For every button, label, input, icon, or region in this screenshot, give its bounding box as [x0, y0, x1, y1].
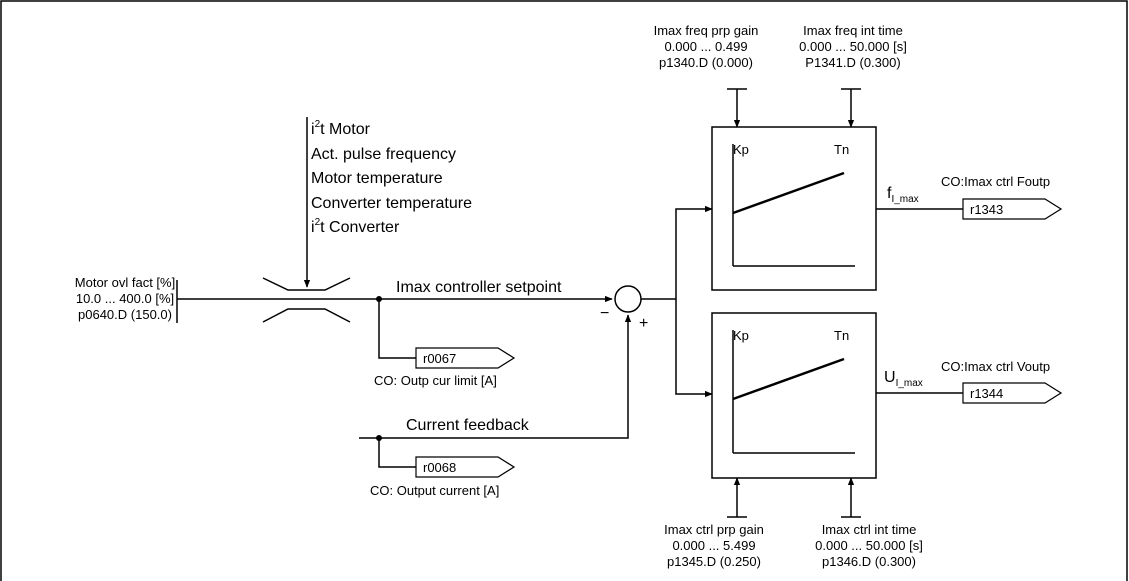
connector-r1343[interactable]: r1343	[962, 198, 1063, 220]
freq-int-time-parameter[interactable]: Imax freq int time 0.000 ... 50.000 [s] …	[799, 23, 907, 128]
connector-r1344-id: r1344	[970, 386, 1003, 401]
freq-int-time-label: Imax freq int time	[803, 23, 903, 38]
motor-ovl-param: p0640.D (150.0)	[78, 307, 172, 322]
volt-int-time-range: 0.000 ... 50.000 [s]	[815, 538, 923, 553]
freq-output-symbol: fI_max	[887, 185, 919, 205]
freq-gain-range: 0.000 ... 0.499	[664, 39, 747, 54]
connector-r0068-desc: CO: Output current [A]	[370, 483, 499, 498]
freq-tn-label: Tn	[834, 142, 849, 157]
freq-gain-parameter[interactable]: Imax freq prp gain 0.000 ... 0.499 p1340…	[654, 23, 759, 128]
volt-int-time-parameter[interactable]: Imax ctrl int time 0.000 ... 50.000 [s] …	[815, 477, 923, 569]
influence-list: i2t Motor Act. pulse frequency Motor tem…	[311, 119, 472, 236]
branch-r0067	[378, 299, 416, 359]
volt-gain-range: 0.000 ... 5.499	[672, 538, 755, 553]
feedback-line	[359, 314, 632, 439]
motor-ovl-label: Motor ovl fact [%]	[75, 275, 175, 290]
feedback-label: Current feedback	[406, 417, 530, 434]
volt-output-symbol: UI_max	[884, 369, 923, 389]
connector-r0068[interactable]: r0068	[415, 456, 516, 478]
connector-r0067-id: r0067	[423, 351, 456, 366]
summing-junction	[614, 285, 642, 313]
motor-ovl-parameter[interactable]: Motor ovl fact [%] 10.0 ... 400.0 [%] p0…	[75, 275, 178, 323]
connector-r1343-id: r1343	[970, 202, 1003, 217]
volt-controller-block[interactable]: Kp Tn	[711, 312, 877, 479]
freq-gain-param: p1340.D (0.000)	[659, 55, 753, 70]
connector-r1344-desc: CO:Imax ctrl Voutp	[941, 359, 1050, 374]
volt-gain-param: p1345.D (0.250)	[667, 554, 761, 569]
volt-kp-label: Kp	[733, 328, 749, 343]
setpoint-label: Imax controller setpoint	[396, 279, 562, 296]
volt-gain-label: Imax ctrl prp gain	[664, 522, 764, 537]
to-freq-controller	[675, 205, 713, 299]
freq-int-time-range: 0.000 ... 50.000 [s]	[799, 39, 907, 54]
influence-converter-temperature: Converter temperature	[311, 195, 472, 212]
influence-i2t-motor: i2t Motor	[311, 119, 371, 138]
freq-gain-label: Imax freq prp gain	[654, 23, 759, 38]
plus-sign: +	[639, 315, 648, 332]
freq-controller-block[interactable]: Kp Tn	[711, 126, 877, 291]
influence-pulse-frequency: Act. pulse frequency	[311, 146, 456, 163]
connector-r0068-id: r0068	[423, 460, 456, 475]
connector-r1344[interactable]: r1344	[962, 382, 1063, 404]
volt-int-time-label: Imax ctrl int time	[822, 522, 917, 537]
volt-gain-parameter[interactable]: Imax ctrl prp gain 0.000 ... 5.499 p1345…	[664, 477, 764, 569]
connector-r1343-desc: CO:Imax ctrl Foutp	[941, 174, 1050, 189]
influence-i2t-converter: i2t Converter	[311, 217, 400, 236]
volt-tn-label: Tn	[834, 328, 849, 343]
connector-r0067[interactable]: r0067	[415, 347, 516, 369]
connector-r0067-desc: CO: Outp cur limit [A]	[374, 373, 497, 388]
to-volt-controller	[675, 299, 713, 398]
freq-int-time-param: P1341.D (0.300)	[805, 55, 900, 70]
limiter-symbol	[262, 277, 351, 323]
freq-kp-label: Kp	[733, 142, 749, 157]
motor-ovl-range: 10.0 ... 400.0 [%]	[76, 291, 174, 306]
volt-int-time-param: p1346.D (0.300)	[822, 554, 916, 569]
minus-sign: −	[600, 305, 609, 322]
influence-motor-temperature: Motor temperature	[311, 170, 443, 187]
branch-r0068	[378, 438, 416, 468]
